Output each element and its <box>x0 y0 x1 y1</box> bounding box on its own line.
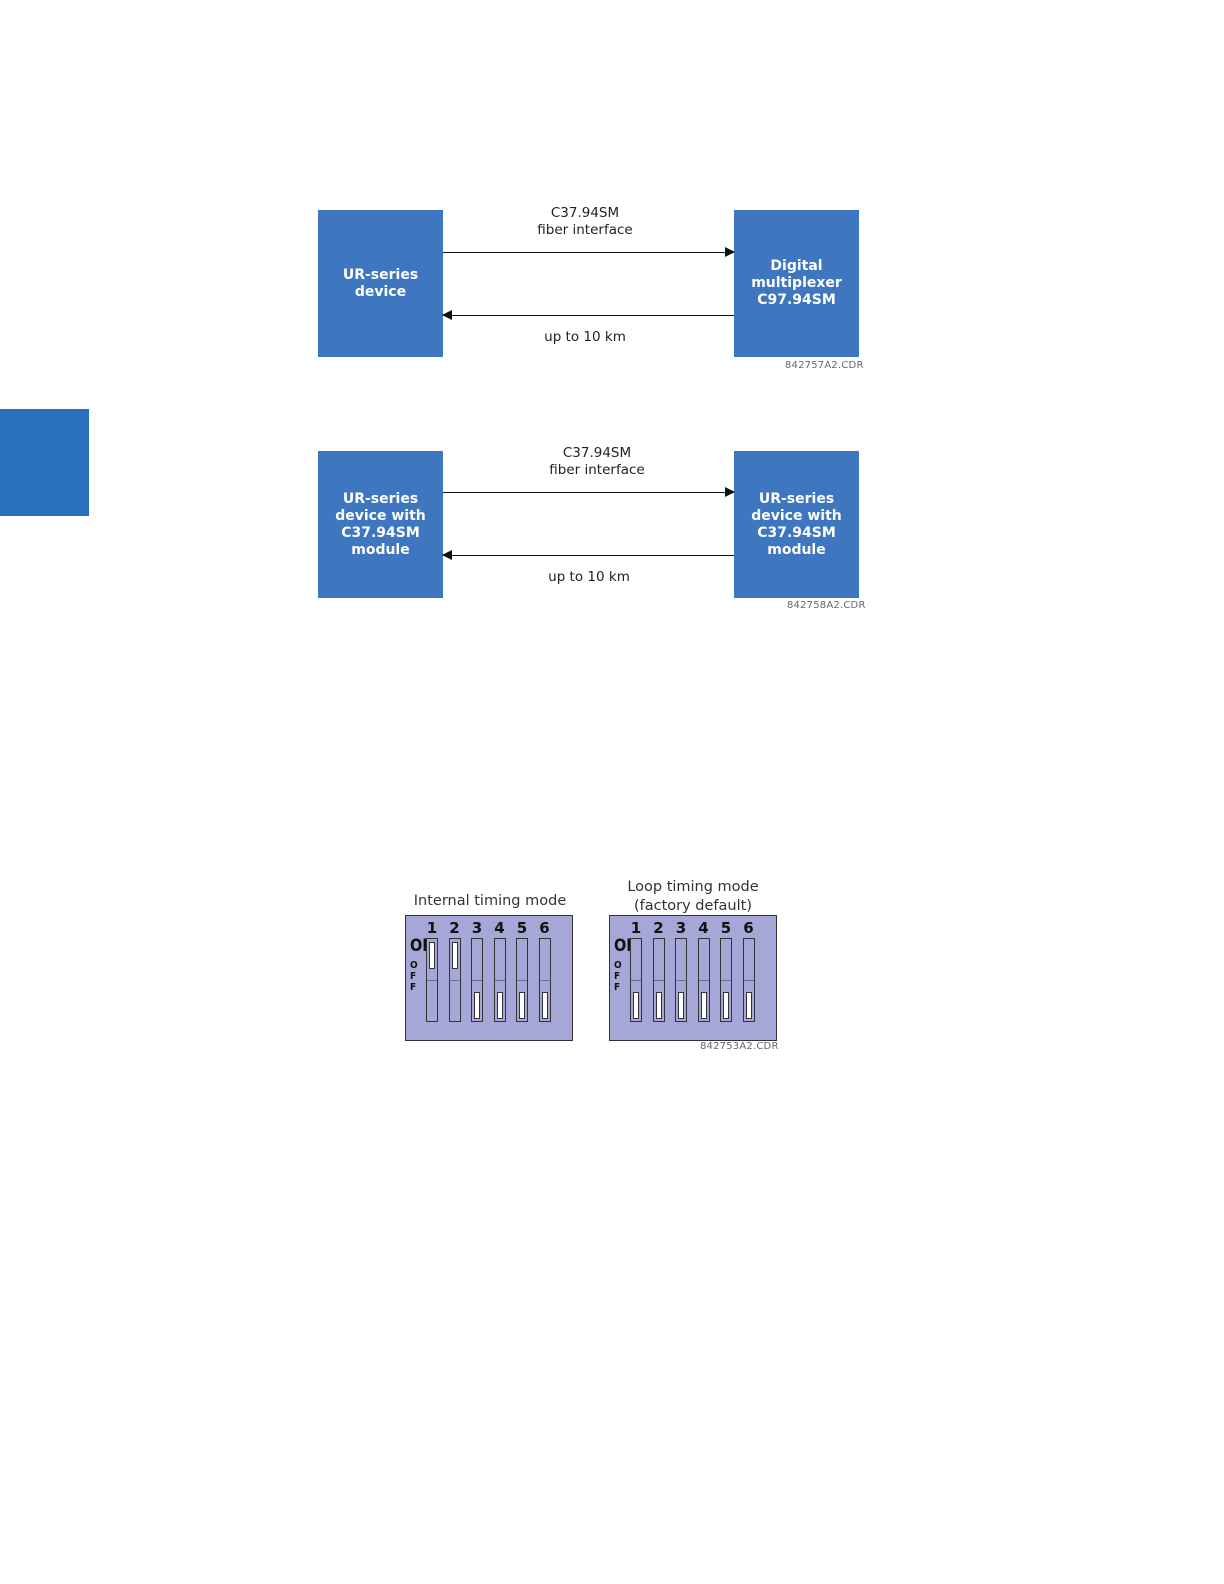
dip-switch-knob-off <box>496 992 503 1019</box>
dip-switch-number: 5 <box>516 919 528 937</box>
dip-switch-slot <box>720 938 732 1022</box>
dip-switch-number: 3 <box>471 919 483 937</box>
fiber-interface-label: C37.94SM fiber interface <box>549 445 645 478</box>
dip-switch-slot <box>426 938 438 1022</box>
dip-switch-3: 3 <box>469 919 485 1022</box>
dip-switch-knob-off <box>745 992 752 1019</box>
drawing-code: 842757A2.CDR <box>785 360 864 371</box>
dip-switch-knob-off <box>519 992 525 1019</box>
dip-switch-number: 2 <box>653 919 664 937</box>
dip-switch-number: 3 <box>675 919 687 937</box>
receive-arrow <box>442 310 734 320</box>
distance-label: up to 10 km <box>548 569 630 585</box>
ur-series-device-box: UR-series device <box>318 210 443 357</box>
dip-switch-knob-off <box>700 992 707 1019</box>
dip-switch-slot <box>448 938 461 1022</box>
transmit-arrow <box>443 247 735 257</box>
dip-switch-6: 6 <box>741 919 757 1022</box>
dip-switch-knob-off <box>541 992 548 1019</box>
dip-switch-slot <box>742 938 755 1022</box>
chapter-side-tab <box>0 409 89 516</box>
digital-multiplexer-box: Digital multiplexer C97.94SM <box>734 210 859 357</box>
dip-switch-slot <box>471 938 483 1022</box>
loop-timing-title: Loop timing mode (factory default) <box>627 879 759 914</box>
dip-switch-number: 4 <box>698 919 709 937</box>
dip-switch-number: 4 <box>494 919 505 937</box>
dip-switch-2: 2 <box>447 919 463 1022</box>
dip-switch-3: 3 <box>673 919 689 1022</box>
dip-switch-number: 1 <box>426 919 438 937</box>
dip-switch-knob-off <box>655 992 662 1019</box>
dip-switch-slot <box>516 938 528 1022</box>
dip-switch-number: 2 <box>449 919 460 937</box>
dip-switch-slot <box>493 938 506 1022</box>
dip-switch-slot <box>697 938 710 1022</box>
dip-switch-knob-off <box>474 992 480 1019</box>
ur-series-device-right-box: UR-series device with C37.94SM module <box>734 451 859 598</box>
dip-switch-6: 6 <box>537 919 553 1022</box>
transmit-arrow <box>443 487 735 497</box>
fiber-interface-label: C37.94SM fiber interface <box>537 205 633 238</box>
internal-timing-title: Internal timing mode <box>413 893 567 909</box>
dip-switch-knob-off <box>633 992 639 1019</box>
dip-switch-slot <box>652 938 665 1022</box>
dip-switch-1: 1 <box>628 919 644 1022</box>
dip-switch-knob-on <box>451 942 458 969</box>
dip-switch-2: 2 <box>651 919 667 1022</box>
dip-switch-4: 4 <box>696 919 712 1022</box>
dip-switch-slot <box>675 938 687 1022</box>
ur-series-device-left-box: UR-series device with C37.94SM module <box>318 451 443 598</box>
dip-switch-number: 6 <box>743 919 754 937</box>
dip-switch-knob-off <box>678 992 684 1019</box>
distance-label: up to 10 km <box>544 329 626 345</box>
dip-switch-number: 1 <box>630 919 642 937</box>
dip-switch-knob-on <box>429 942 435 969</box>
dip-switch-number: 6 <box>539 919 550 937</box>
drawing-code: 842753A2.CDR <box>700 1041 779 1052</box>
receive-arrow <box>442 550 734 560</box>
dip-switch-slot <box>538 938 551 1022</box>
dip-switch-5: 5 <box>718 919 734 1022</box>
dip-switch-slot <box>630 938 642 1022</box>
dip-switch-knob-off <box>723 992 729 1019</box>
dip-switch-5: 5 <box>514 919 530 1022</box>
dip-switch-1: 1 <box>424 919 440 1022</box>
drawing-code: 842758A2.CDR <box>787 600 866 611</box>
dip-switch-number: 5 <box>720 919 732 937</box>
dip-switch-4: 4 <box>492 919 508 1022</box>
